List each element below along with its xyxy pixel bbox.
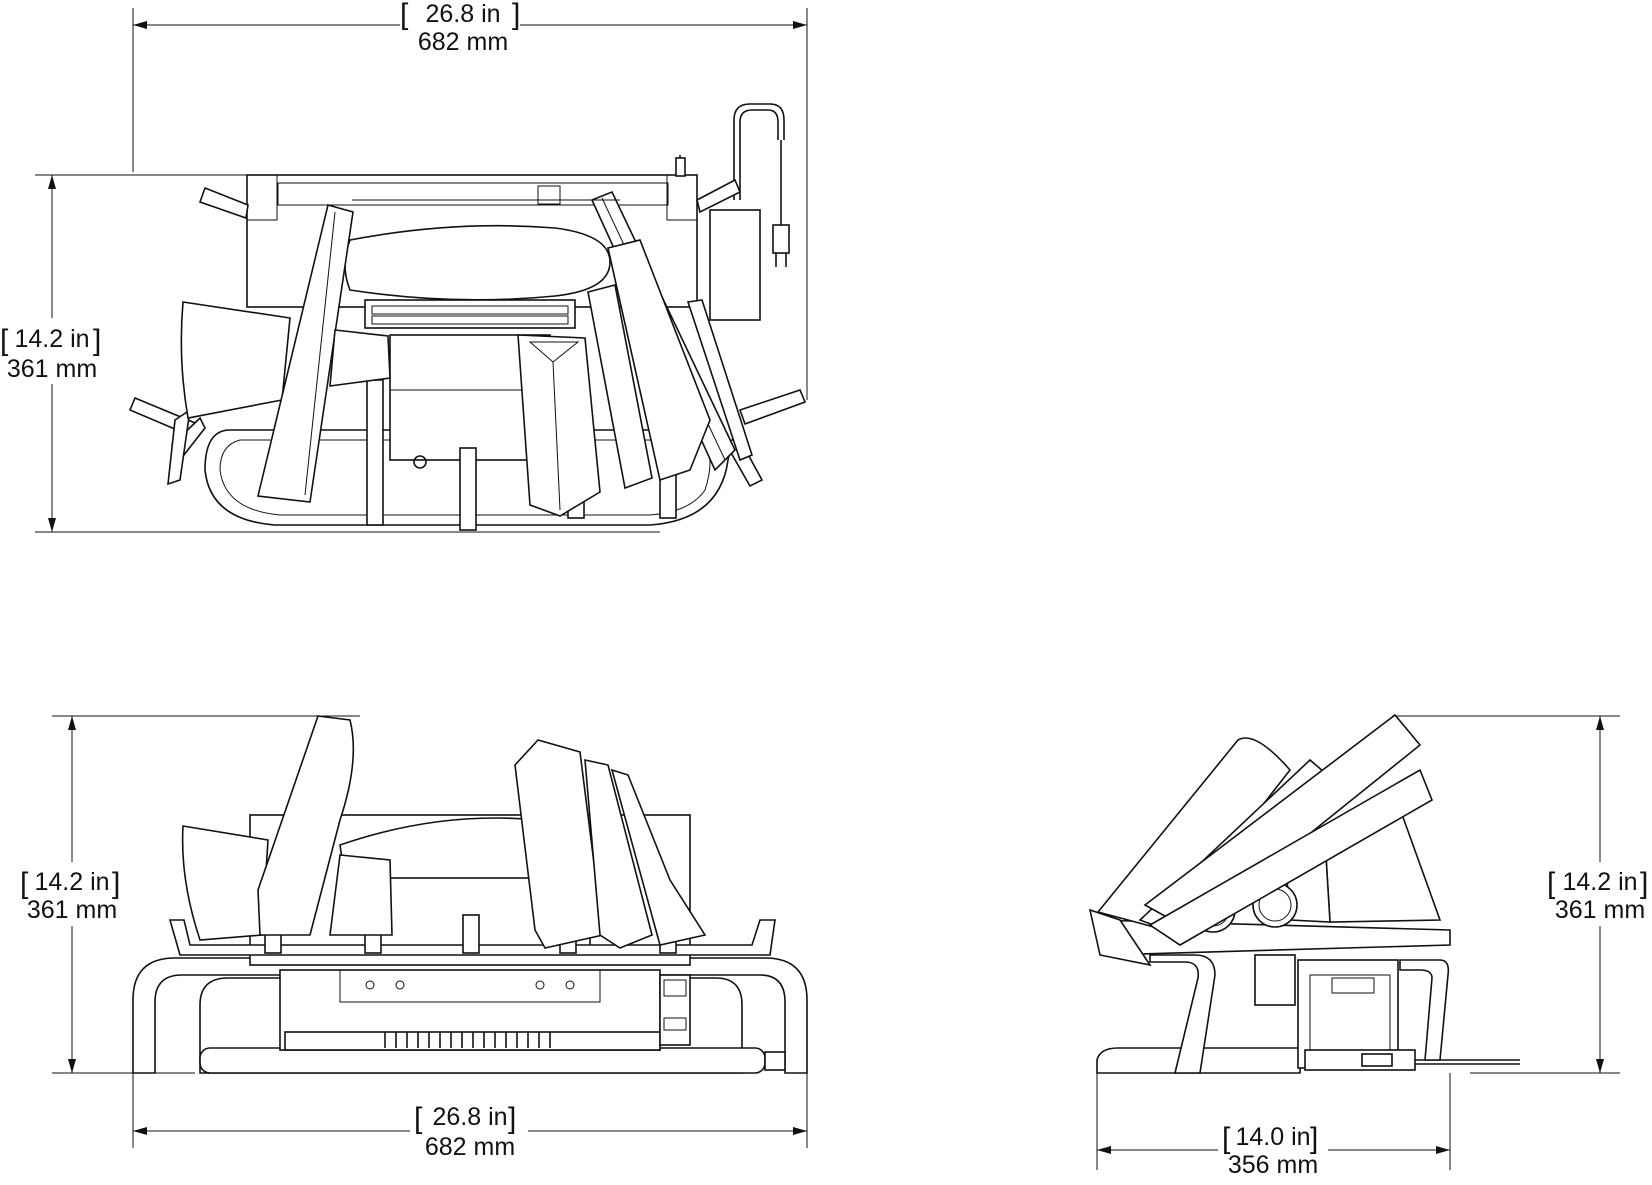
side-depth-dimension: [ ] 14.0 in 356 mm: [1096, 1073, 1451, 1185]
side-height-dimension: [ ] 14.2 in 361 mm: [1392, 715, 1652, 1074]
side-height-mm: 361 mm: [1555, 896, 1645, 924]
svg-text:]: ]: [112, 867, 120, 900]
log-left-flat: [180, 301, 291, 419]
front-height-mm: 361 mm: [27, 896, 117, 924]
svg-text:]: ]: [93, 324, 101, 357]
power-cord: [733, 103, 790, 267]
top-height-inches: 14.2 in: [14, 325, 89, 353]
front-height-inches: 14.2 in: [34, 868, 109, 896]
svg-text:[: [: [1222, 1122, 1231, 1155]
side-height-inches: 14.2 in: [1562, 868, 1637, 896]
top-width-dimension: [ ] 26.8 in 682 mm: [132, 0, 808, 400]
top-width-inches: 26.8 in: [425, 0, 500, 28]
vent-slots: [384, 1032, 551, 1048]
side-view: [ ] 14.2 in 361 mm [ ] 14.0 in 356 mm: [1088, 713, 1652, 1185]
log-triangle: [517, 334, 601, 517]
side-log-bottom: [1148, 768, 1434, 946]
top-width-mm: 682 mm: [418, 28, 508, 56]
svg-text:]: ]: [508, 1102, 516, 1135]
power-supply: [709, 209, 761, 321]
grate-leg: [459, 447, 477, 531]
control-module: [659, 974, 691, 1046]
side-depth-inches: 14.0 in: [1235, 1123, 1310, 1151]
log-center: [587, 284, 653, 490]
side-log-upper: [1096, 737, 1292, 931]
front-log-left-large: [257, 715, 355, 936]
grate-leg: [366, 379, 384, 526]
front-grille-plate: [199, 1047, 766, 1074]
side-arm-left: [198, 186, 249, 220]
svg-text:[: [: [400, 0, 409, 31]
front-width-dimension: [ ] 26.8 in 682 mm: [132, 1073, 808, 1164]
front-width-mm: 682 mm: [425, 1133, 515, 1161]
svg-text:[: [: [414, 1102, 423, 1135]
log-left-large: [257, 204, 354, 503]
front-log-center: [514, 739, 604, 949]
svg-text:]: ]: [1310, 1122, 1318, 1155]
front-height-dimension: [ ] 14.2 in 361 mm: [20, 715, 360, 1074]
side-depth-mm: 356 mm: [1228, 1151, 1318, 1179]
front-log-left-flat: [181, 825, 269, 941]
flame-dome: [344, 224, 611, 301]
svg-text:]: ]: [512, 0, 520, 31]
top-height-mm: 361 mm: [7, 355, 97, 383]
svg-text:[: [: [0, 324, 9, 357]
front-base-frame: [132, 957, 808, 1074]
svg-text:[: [: [1547, 867, 1556, 900]
front-width-inches: 26.8 in: [432, 1103, 507, 1131]
svg-text:]: ]: [1640, 867, 1648, 900]
top-height-dimension: [ ] 14.2 in 361 mm: [0, 174, 690, 533]
side-arm-right: [696, 178, 742, 214]
front-view: [ ] 14.2 in 361 mm [ ] 26.8 in 682 mm: [20, 715, 808, 1164]
svg-text:[: [: [20, 867, 29, 900]
top-view: [ ] 26.8 in 682 mm [ ] 14.2 in 361 mm: [0, 0, 808, 533]
